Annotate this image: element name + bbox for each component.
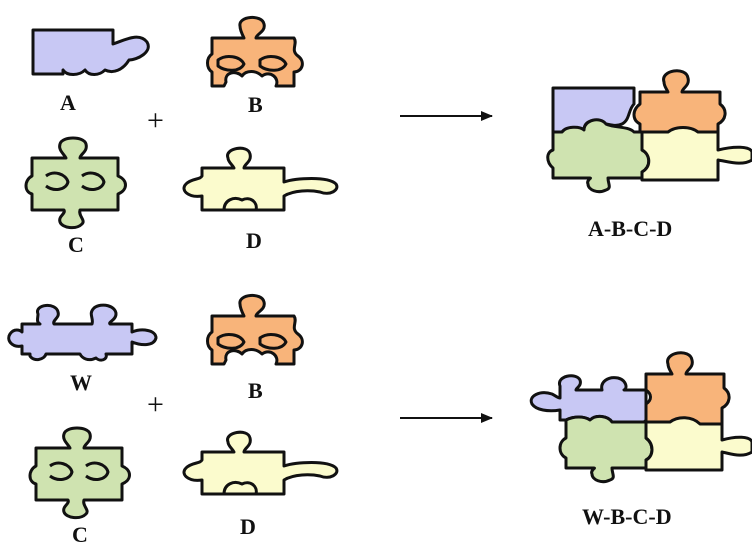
piece-b-shape [206,16,304,88]
label-d: D [246,228,262,253]
label-w: W [70,370,92,395]
piece-c-shape [24,136,127,230]
assembled-piece-b2 [644,351,731,426]
piece-b-inner-right [258,55,288,72]
assembled-abcd [546,69,752,194]
assembled-piece-d [640,126,752,182]
piece-a-icon [31,28,150,76]
piece-c2-shape [28,426,131,520]
piece-c2-inner [49,461,110,481]
piece-d2-inner [222,480,258,495]
plus-operator: + [147,104,164,137]
piece-b2-inner-left [216,333,246,350]
piece-d-shape [182,146,339,212]
assembled-piece-w [529,374,652,424]
assembled-piece-c [546,118,651,194]
piece-d2-icon [182,430,339,496]
piece-d-inner [222,196,258,211]
row-2: W B + C D [7,294,752,544]
piece-b2-inner-right [258,333,288,350]
piece-d-icon [182,146,339,212]
label-a: A [60,90,76,115]
result-label-wbcd: W-B-C-D [582,504,672,529]
piece-c2-icon [28,426,131,520]
label-c2: C [72,522,88,544]
piece-b2-shape [206,294,304,366]
assembled-piece-c3 [558,414,654,484]
piece-d2-shape [182,430,339,496]
row-1: A B + C D [24,16,752,257]
plus-operator-2: + [147,388,164,421]
piece-w-shape [7,303,158,362]
piece-b-icon [206,16,304,88]
label-c: C [68,232,84,257]
piece-a-shape [31,28,150,76]
piece-w-icon [7,303,158,362]
assembled-piece-d3 [644,416,752,472]
label-d2: D [240,514,256,539]
piece-c-icon [24,136,127,230]
assembled-wbcd [529,351,752,484]
piece-c-inner [45,171,106,191]
piece-b-inner-left [216,55,246,72]
piece-b2-icon [206,294,304,366]
label-b2: B [248,378,263,403]
result-label-abcd: A-B-C-D [588,216,672,241]
label-b: B [248,92,263,117]
